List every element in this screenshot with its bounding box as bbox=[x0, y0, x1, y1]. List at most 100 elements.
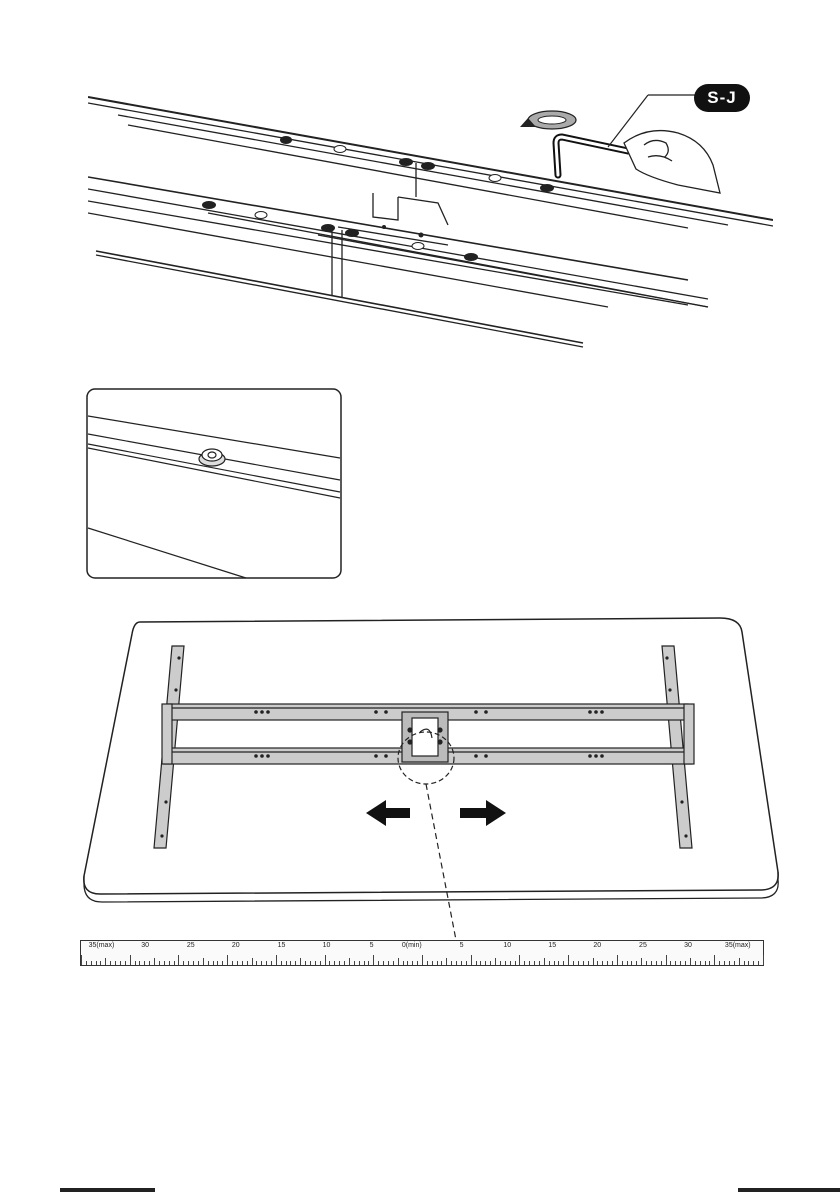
ruler-tick bbox=[149, 961, 150, 965]
ruler-tick bbox=[334, 961, 335, 965]
ruler-tick bbox=[466, 961, 467, 965]
ruler-label: 30 bbox=[141, 942, 149, 949]
ruler-tick bbox=[154, 958, 155, 965]
ruler-tick bbox=[378, 961, 379, 965]
ruler-tick bbox=[329, 961, 330, 965]
ruler-label: 5 bbox=[370, 942, 374, 949]
ruler-tick bbox=[393, 961, 394, 965]
ruler-tick bbox=[753, 961, 754, 965]
ruler-tick bbox=[130, 955, 131, 965]
ruler-tick bbox=[339, 961, 340, 965]
ruler-tick bbox=[554, 961, 555, 965]
ruler-tick bbox=[325, 955, 326, 965]
ruler-label: 15 bbox=[548, 942, 556, 949]
ruler-tick bbox=[198, 961, 199, 965]
ruler-tick bbox=[315, 961, 316, 965]
clockwise-rotation-icon bbox=[520, 111, 576, 129]
ruler-tick bbox=[144, 961, 145, 965]
ruler-label: 10 bbox=[323, 942, 331, 949]
measurement-ruler: 35(max)302520151050(min)5101520253035(ma… bbox=[80, 940, 764, 966]
ruler-tick bbox=[534, 961, 535, 965]
beam-assembly-illustration bbox=[88, 85, 773, 350]
ruler-tick bbox=[354, 961, 355, 965]
ruler-tick bbox=[261, 961, 262, 965]
ruler-tick bbox=[670, 961, 671, 965]
ruler-tick bbox=[724, 961, 725, 965]
ruler-tick bbox=[739, 958, 740, 965]
ruler-tick bbox=[549, 961, 550, 965]
ruler-tick bbox=[471, 955, 472, 965]
ruler-tick bbox=[588, 961, 589, 965]
ruler-label: 5 bbox=[460, 942, 464, 949]
ruler-label: 0(min) bbox=[402, 942, 422, 949]
table-frame-illustration bbox=[80, 612, 780, 942]
ruler-tick bbox=[188, 961, 189, 965]
ruler-tick bbox=[476, 961, 477, 965]
ruler-tick bbox=[183, 961, 184, 965]
ruler-tick bbox=[286, 961, 287, 965]
ruler-tick bbox=[451, 961, 452, 965]
ruler-tick bbox=[232, 961, 233, 965]
ruler-tick bbox=[519, 955, 520, 965]
ruler-tick bbox=[412, 961, 413, 965]
ruler-tick bbox=[485, 961, 486, 965]
ruler-tick bbox=[208, 961, 209, 965]
ruler-tick bbox=[646, 961, 647, 965]
ruler-label: 35(max) bbox=[725, 942, 751, 949]
ruler-tick bbox=[695, 961, 696, 965]
ruler-label: 20 bbox=[232, 942, 240, 949]
ruler-tick bbox=[237, 961, 238, 965]
ruler-tick bbox=[422, 955, 423, 965]
ruler-tick bbox=[432, 961, 433, 965]
ruler-tick bbox=[266, 961, 267, 965]
ruler-tick bbox=[495, 958, 496, 965]
ruler-tick bbox=[174, 961, 175, 965]
ruler-tick bbox=[178, 955, 179, 965]
ruler-tick bbox=[203, 958, 204, 965]
ruler-tick bbox=[373, 955, 374, 965]
ruler-tick bbox=[622, 961, 623, 965]
ruler-tick bbox=[631, 961, 632, 965]
ruler-tick bbox=[758, 961, 759, 965]
page-edge-mark-right bbox=[738, 1188, 840, 1192]
ruler-tick bbox=[252, 958, 253, 965]
ruler-tick bbox=[456, 961, 457, 965]
ruler-tick bbox=[305, 961, 306, 965]
ruler-tick bbox=[583, 961, 584, 965]
ruler-tick bbox=[607, 961, 608, 965]
ruler-tick bbox=[446, 958, 447, 965]
ruler-tick bbox=[290, 961, 291, 965]
ruler-tick bbox=[490, 961, 491, 965]
bolt-detail-inset bbox=[86, 388, 342, 579]
ruler-tick bbox=[407, 961, 408, 965]
ruler-tick bbox=[568, 955, 569, 965]
allen-key-icon bbox=[556, 137, 628, 175]
ruler-tick bbox=[714, 955, 715, 965]
hand-illustration bbox=[624, 131, 720, 193]
ruler-tick bbox=[578, 961, 579, 965]
ruler-tick bbox=[213, 961, 214, 965]
ruler-tick bbox=[602, 961, 603, 965]
ruler-tick bbox=[612, 961, 613, 965]
ruler-tick bbox=[364, 961, 365, 965]
ruler-tick bbox=[437, 961, 438, 965]
ruler-tick bbox=[744, 961, 745, 965]
page-edge-mark-left bbox=[60, 1188, 155, 1192]
ruler-tick bbox=[86, 961, 87, 965]
ruler-tick bbox=[719, 961, 720, 965]
ruler-tick bbox=[763, 955, 764, 965]
ruler-tick bbox=[91, 961, 92, 965]
ruler-tick bbox=[368, 961, 369, 965]
ruler-tick bbox=[398, 958, 399, 965]
ruler-label: 30 bbox=[684, 942, 692, 949]
ruler-tick bbox=[510, 961, 511, 965]
ruler-tick bbox=[271, 961, 272, 965]
ruler-tick bbox=[135, 961, 136, 965]
ruler-tick bbox=[164, 961, 165, 965]
ruler-tick bbox=[281, 961, 282, 965]
ruler-tick bbox=[217, 961, 218, 965]
ruler-tick bbox=[729, 961, 730, 965]
ruler-tick bbox=[597, 961, 598, 965]
ruler-tick bbox=[100, 961, 101, 965]
ruler-tick bbox=[139, 961, 140, 965]
